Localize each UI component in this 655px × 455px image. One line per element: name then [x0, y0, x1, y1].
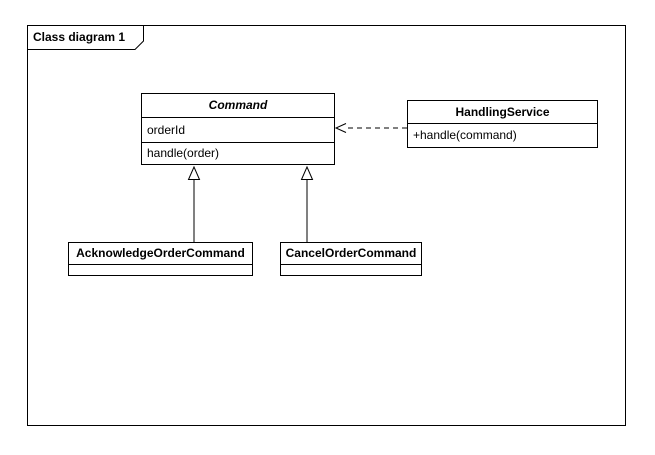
class-title: HandlingService: [408, 101, 597, 124]
class-title: AcknowledgeOrderCommand: [69, 243, 252, 265]
class-box-cancel-order-command[interactable]: CancelOrderCommand: [280, 242, 422, 276]
hollow-triangle-arrowhead-icon: [187, 165, 201, 180]
frame-border: [27, 25, 626, 426]
class-method: +handle(command): [413, 128, 517, 142]
class-box-handling-service[interactable]: HandlingService +handle(command): [407, 100, 598, 148]
frame-tab-label: Class diagram 1: [33, 30, 126, 44]
class-empty-compartment: [281, 265, 421, 275]
hollow-triangle-arrowhead-icon: [300, 165, 314, 180]
frame-tab: [27, 25, 144, 50]
class-method: handle(order): [147, 146, 220, 160]
generalization-arrow-cancel-to-command[interactable]: [300, 165, 314, 242]
class-attribute: orderId: [142, 118, 334, 143]
class-title: CancelOrderCommand: [281, 243, 421, 265]
class-box-acknowledge-order-command[interactable]: AcknowledgeOrderCommand: [68, 242, 253, 276]
class-box-command[interactable]: Command orderId handle(order): [141, 93, 335, 165]
generalization-arrow-acknowledge-to-command[interactable]: [187, 165, 201, 242]
class-empty-compartment: [69, 265, 252, 275]
class-title: Command: [142, 94, 334, 118]
dependency-arrow-handlingservice-to-command[interactable]: [334, 123, 407, 133]
open-arrowhead-icon: [334, 123, 347, 133]
